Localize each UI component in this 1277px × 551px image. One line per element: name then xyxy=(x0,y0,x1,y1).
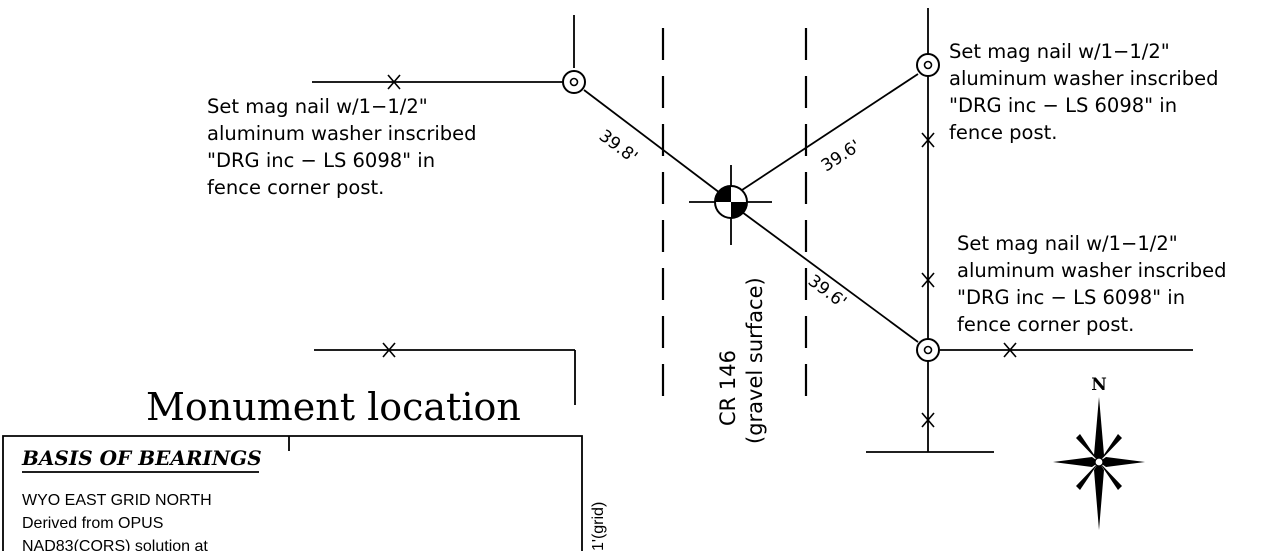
tie-line-northeast xyxy=(741,73,919,191)
road-name: CR 146 xyxy=(716,350,740,426)
note-top-right-line: fence post. xyxy=(949,121,1057,144)
fence-marker-x xyxy=(921,272,935,288)
note-bottom-right-line: Set mag nail w/1−1/2" xyxy=(957,232,1178,255)
fence-marker-x xyxy=(921,412,935,428)
fence-marker-x xyxy=(1003,342,1017,358)
distance-label-west: 39.8' xyxy=(595,126,641,168)
road-surface: (gravel surface) xyxy=(743,277,767,444)
tie-line-west xyxy=(583,89,721,194)
grid-label: 1'(grid) xyxy=(590,502,607,551)
note-top-right-line: aluminum washer inscribed xyxy=(949,67,1219,90)
nail-symbol-northeast xyxy=(916,53,940,77)
note-bottom-right-line: fence corner post. xyxy=(957,313,1134,336)
note-top-right-line: "DRG inc − LS 6098" in xyxy=(949,94,1177,117)
note-left: Set mag nail w/1−1/2" aluminum washer in… xyxy=(207,95,477,199)
basis-line: WYO EAST GRID NORTH xyxy=(22,492,212,509)
north-arrow-icon: N xyxy=(1053,375,1145,530)
fence-marker-x xyxy=(382,342,396,358)
note-left-line: aluminum washer inscribed xyxy=(207,122,477,145)
basis-line: Derived from OPUS xyxy=(22,515,163,532)
distance-label-northeast: 39.6' xyxy=(818,136,865,176)
fence-marker-x xyxy=(921,132,935,148)
note-bottom-right-line: "DRG inc − LS 6098" in xyxy=(957,286,1185,309)
note-left-line: Set mag nail w/1−1/2" xyxy=(207,95,428,118)
note-bottom-right-line: aluminum washer inscribed xyxy=(957,259,1227,282)
distance-label-southeast: 39.6' xyxy=(804,271,850,313)
diagram-title: Monument location xyxy=(146,385,521,429)
tie-line-southeast xyxy=(741,211,919,343)
basis-line: NAD83(CORS) solution at xyxy=(22,538,208,551)
note-left-line: fence corner post. xyxy=(207,176,384,199)
note-top-right-line: Set mag nail w/1−1/2" xyxy=(949,40,1170,63)
basis-of-bearings-box: BASIS OF BEARINGS WYO EAST GRID NORTH De… xyxy=(2,435,583,551)
nail-symbol-southeast xyxy=(916,338,940,362)
note-left-line: "DRG inc − LS 6098" in xyxy=(207,149,435,172)
basis-heading: BASIS OF BEARINGS xyxy=(21,446,262,470)
north-label: N xyxy=(1091,375,1107,395)
note-top-right: Set mag nail w/1−1/2" aluminum washer in… xyxy=(949,40,1219,144)
monument-symbol xyxy=(714,185,748,219)
note-bottom-right: Set mag nail w/1−1/2" aluminum washer in… xyxy=(957,232,1227,336)
nail-symbol-northwest xyxy=(562,70,586,94)
basis-box-border xyxy=(2,435,583,551)
fence-marker-x xyxy=(387,74,401,90)
